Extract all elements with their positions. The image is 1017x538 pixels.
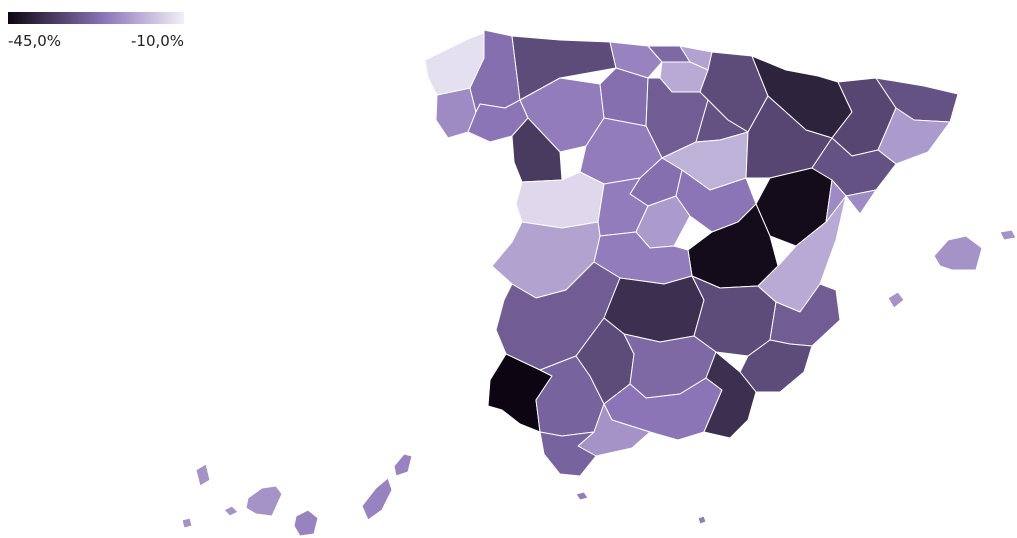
region-almeria (703, 351, 757, 439)
legend-color-ramp (8, 12, 184, 24)
legend-max-label: -10,0% (131, 32, 185, 50)
region-illes-balears (887, 229, 1017, 309)
region-santa-cruz-de-tenerife (181, 463, 283, 529)
region-valencia (757, 195, 847, 313)
region-castellon (825, 179, 877, 223)
region-melilla (697, 515, 707, 525)
region-las-palmas (293, 453, 413, 537)
legend: -45,0% -10,0% (8, 10, 188, 54)
region-cadiz (539, 431, 597, 477)
region-palencia (599, 67, 649, 127)
region-cantabria (609, 41, 663, 79)
legend-min-label: -45,0% (8, 32, 62, 50)
region-ceuta (575, 491, 589, 501)
